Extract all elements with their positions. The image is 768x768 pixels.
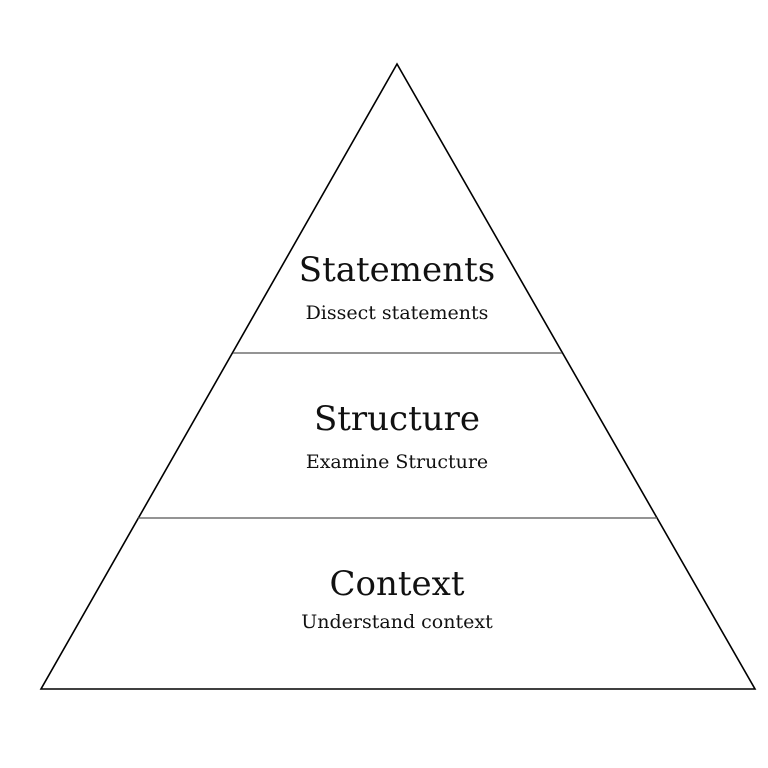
tier-structure-title: Structure [314, 399, 480, 439]
pyramid-outline [39, 62, 757, 690]
tier-context: Context Understand context [301, 564, 493, 633]
tier-statements: Statements Dissect statements [299, 250, 495, 324]
tier-context-title: Context [329, 564, 464, 604]
tier-structure: Structure Examine Structure [306, 399, 488, 473]
tier-context-subtitle: Understand context [301, 611, 493, 633]
tier-structure-subtitle: Examine Structure [306, 451, 488, 473]
tier-statements-subtitle: Dissect statements [306, 302, 489, 324]
tier-statements-title: Statements [299, 250, 495, 290]
